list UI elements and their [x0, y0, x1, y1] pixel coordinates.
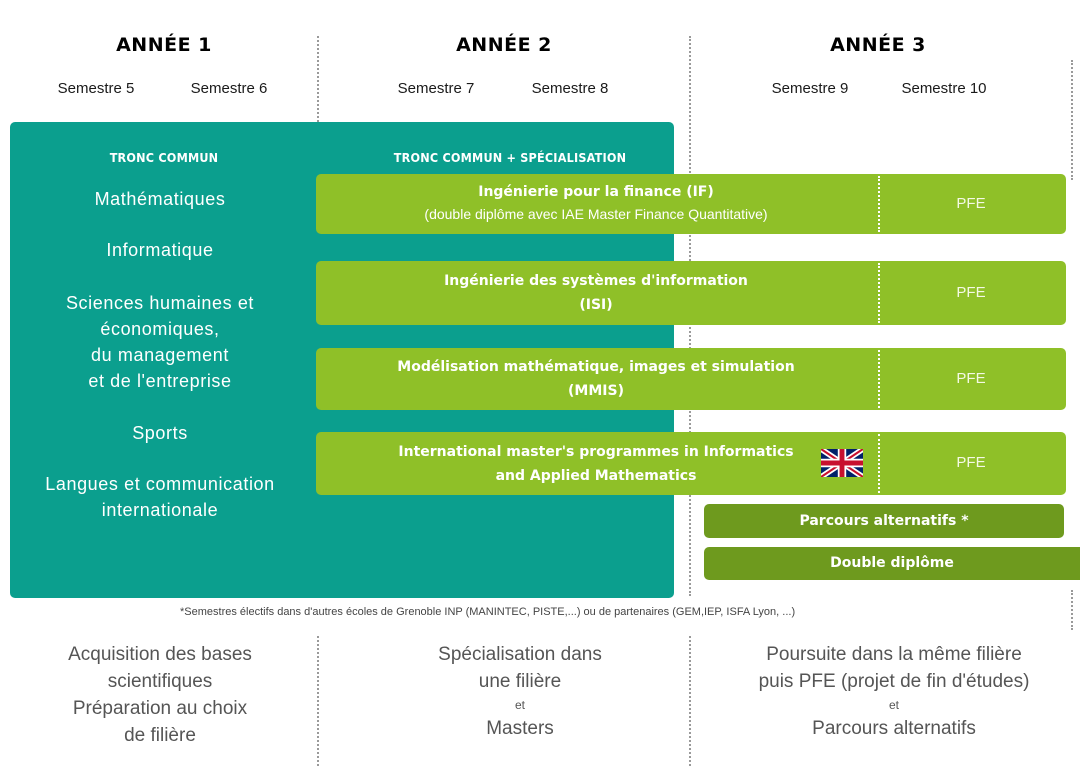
year-divider-1	[317, 36, 319, 122]
track-international: International master's programmes in Inf…	[316, 432, 1066, 495]
parcours-alternatifs-bar: Parcours alternatifs *	[704, 504, 1064, 538]
subject-sciences-humaines-line-2: économiques,	[100, 319, 220, 339]
semester-6-label: Semestre 6	[190, 80, 268, 97]
year-2-heading: ANNÉE 2	[456, 34, 552, 56]
year-divider-2-bottom	[689, 636, 691, 766]
track-mmis-title: Modélisation mathématique, images et sim…	[397, 359, 795, 375]
semester-9-label: Semestre 9	[771, 80, 849, 97]
year-3-heading: ANNÉE 3	[830, 34, 926, 56]
track-mmis-divider	[878, 350, 880, 408]
year-divider-1-bottom	[317, 636, 319, 766]
year-3-description-line-2: puis PFE (projet de fin d'études)	[758, 671, 1030, 692]
track-isi-pfe: PFE	[956, 284, 986, 301]
track-international-subtitle: and Applied Mathematics	[495, 468, 697, 484]
year-1-description-line-4: de filière	[124, 725, 196, 746]
year-divider-3-bottom	[1071, 590, 1073, 630]
tronc-commun-heading: TRONC COMMUN	[109, 150, 219, 165]
track-isi: Ingénierie des systèmes d'information (I…	[316, 261, 1066, 325]
semester-8-label: Semestre 8	[531, 80, 609, 97]
year-2-description-line-2: une filière	[478, 671, 562, 692]
subject-sciences-humaines-line-4: et de l'entreprise	[88, 371, 232, 391]
year-1-description-line-1: Acquisition des bases	[68, 644, 252, 665]
subject-sciences-humaines-line-3: du management	[91, 345, 229, 365]
track-isi-divider	[878, 263, 880, 323]
track-mmis: Modélisation mathématique, images et sim…	[316, 348, 1066, 410]
uk-flag-icon	[821, 449, 863, 477]
tronc-commun-specialisation-heading: TRONC COMMUN + SPÉCIALISATION	[393, 150, 627, 165]
track-mmis-pfe: PFE	[956, 370, 986, 387]
track-if-subtitle: (double diplôme avec IAE Master Finance …	[424, 206, 768, 222]
year-2-description-conjunction: et	[514, 698, 525, 712]
footnote: *Semestres électifs dans d'autres écoles…	[180, 606, 796, 618]
track-isi-subtitle: (ISI)	[579, 297, 613, 313]
track-if: Ingénierie pour la finance (IF) (double …	[316, 174, 1066, 234]
track-international-divider	[878, 434, 880, 493]
track-isi-title: Ingénierie des systèmes d'information	[444, 273, 748, 289]
subject-sports: Sports	[132, 423, 188, 443]
track-if-divider	[878, 176, 880, 232]
year-2-description-line-3: Masters	[486, 718, 554, 739]
year-3-description-line-3: Parcours alternatifs	[812, 718, 976, 739]
year-2-description: Spécialisation dans une filière et Maste…	[360, 641, 680, 742]
year-3-description-line-1: Poursuite dans la même filière	[766, 644, 1022, 665]
year-1-description-line-2: scientifiques	[107, 671, 213, 692]
track-if-title: Ingénierie pour la finance (IF)	[478, 184, 714, 200]
track-international-title: International master's programmes in Inf…	[398, 444, 794, 460]
double-diplome-bar: Double diplôme	[704, 547, 1080, 580]
semester-5-label: Semestre 5	[57, 80, 135, 97]
subject-sciences-humaines-line-1: Sciences humaines et	[65, 293, 255, 313]
track-if-pfe: PFE	[956, 195, 986, 212]
semester-10-label: Semestre 10	[901, 80, 987, 97]
year-2-description-line-1: Spécialisation dans	[438, 644, 602, 665]
track-mmis-subtitle: (MMIS)	[568, 383, 624, 399]
year-3-description-conjunction: et	[888, 698, 899, 712]
year-1-description: Acquisition des bases scientifiques Prép…	[20, 641, 300, 749]
subject-informatique: Informatique	[106, 240, 214, 260]
subject-langues-line-2: internationale	[101, 500, 219, 520]
semester-7-label: Semestre 7	[397, 80, 475, 97]
year-1-heading: ANNÉE 1	[116, 34, 212, 56]
track-international-pfe: PFE	[956, 454, 986, 471]
year-1-description-line-3: Préparation au choix	[72, 698, 248, 719]
year-3-description: Poursuite dans la même filière puis PFE …	[714, 641, 1074, 742]
subject-langues-line-1: Langues et communication	[45, 474, 275, 494]
subject-mathematiques: Mathématiques	[94, 189, 226, 209]
year-divider-3	[1071, 60, 1073, 180]
